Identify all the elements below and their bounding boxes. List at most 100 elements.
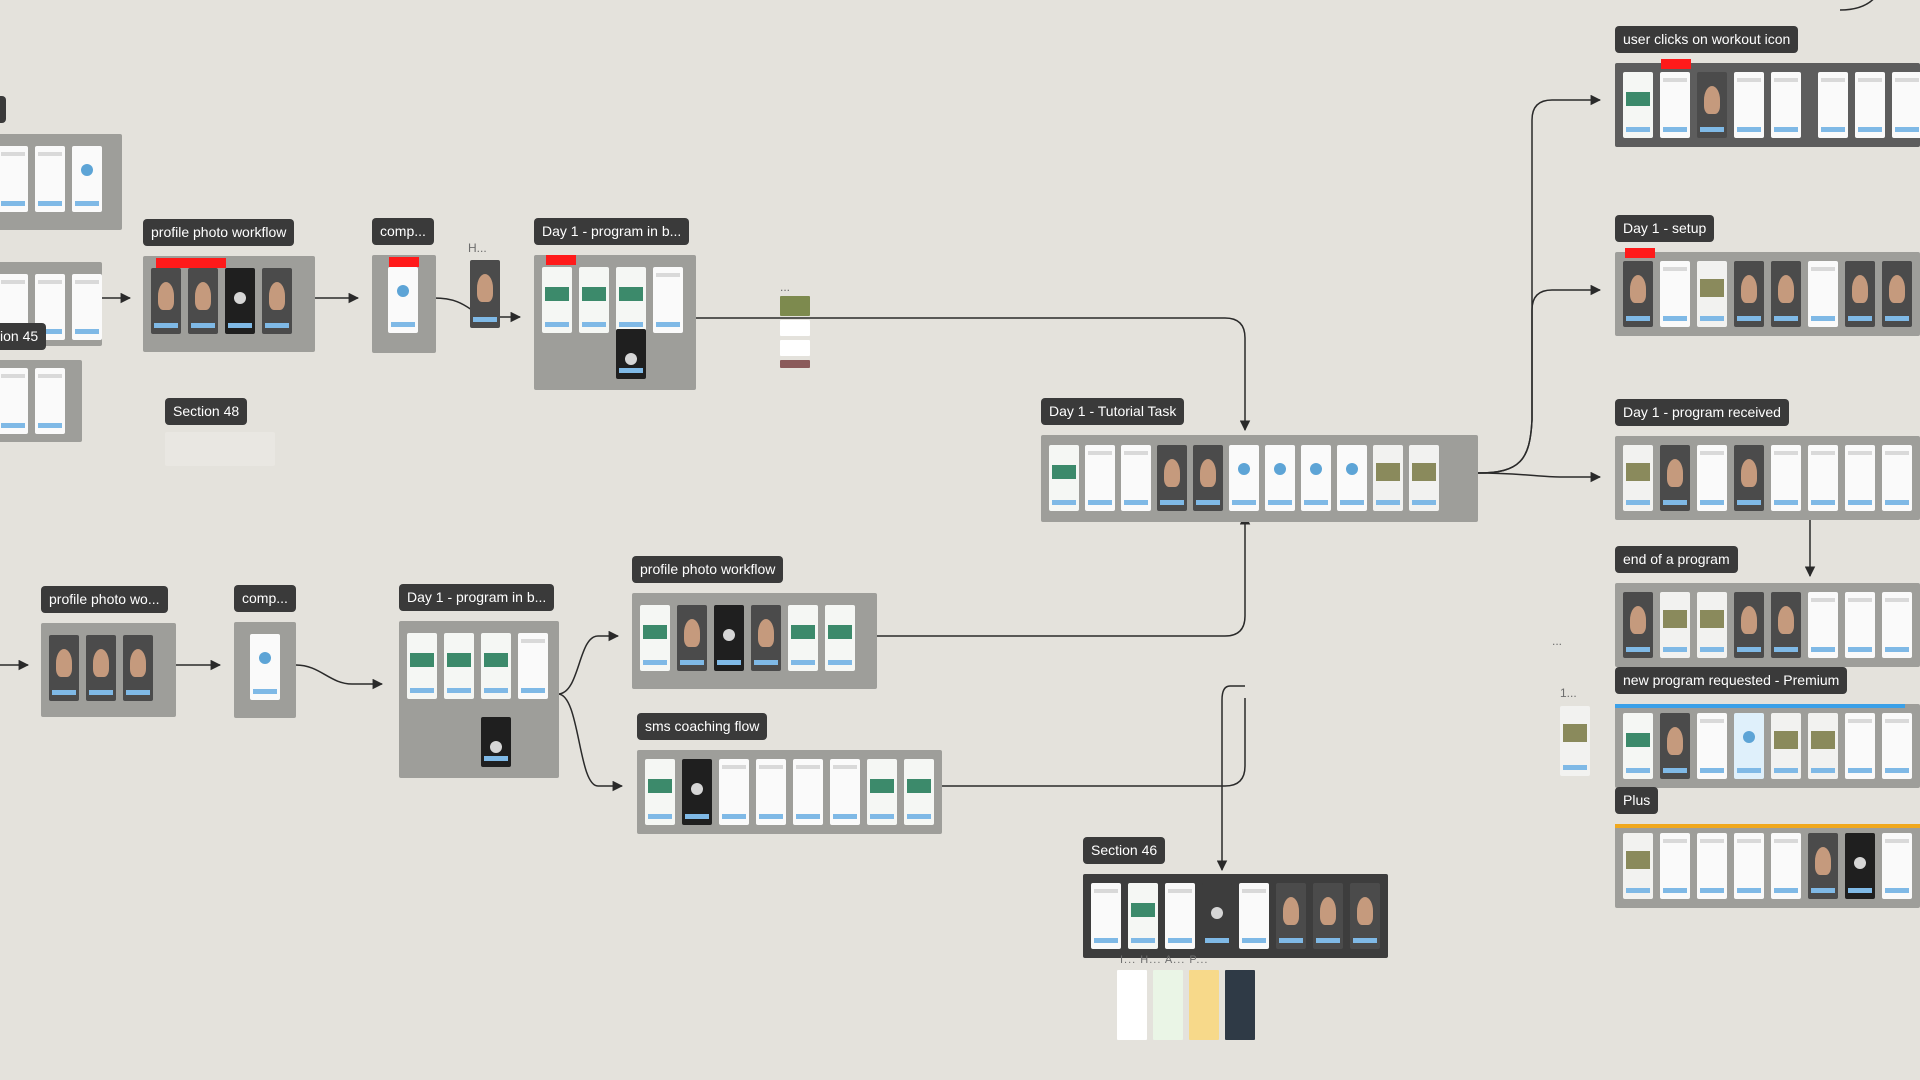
- screen-thumbnail[interactable]: [1808, 833, 1838, 899]
- screen-thumbnail[interactable]: [1882, 445, 1912, 511]
- screen-thumbnail[interactable]: [1623, 713, 1653, 779]
- screen-thumbnail[interactable]: [0, 146, 28, 212]
- edge-label[interactable]: [0, 96, 6, 123]
- screen-thumbnail[interactable]: [72, 146, 102, 212]
- screen-thumbnail[interactable]: [1660, 713, 1690, 779]
- screen-thumbnail[interactable]: [1193, 445, 1223, 511]
- screen-thumbnail[interactable]: [35, 368, 65, 434]
- screen-thumbnail[interactable]: [542, 267, 572, 333]
- screen-thumbnail[interactable]: [793, 759, 823, 825]
- screen-thumbnail[interactable]: [1623, 445, 1653, 511]
- screen-thumbnail[interactable]: [1660, 592, 1690, 658]
- section-profile-photo-wo[interactable]: [41, 623, 176, 717]
- section-left-top[interactable]: [0, 134, 122, 230]
- screen-thumbnail[interactable]: [1049, 445, 1079, 511]
- section-day1-program-bottom[interactable]: [399, 621, 559, 778]
- screen-thumbnail[interactable]: [470, 260, 500, 328]
- screen-thumbnail[interactable]: [1623, 833, 1653, 899]
- screen-thumbnail[interactable]: [1892, 72, 1920, 138]
- screen-thumbnail[interactable]: [1734, 713, 1764, 779]
- screen-thumbnail[interactable]: [1808, 445, 1838, 511]
- screen-thumbnail[interactable]: [1157, 445, 1187, 511]
- section-new-program-premium[interactable]: [1615, 704, 1920, 788]
- screen-thumbnail[interactable]: [250, 634, 280, 700]
- screen-thumbnail[interactable]: [1882, 833, 1912, 899]
- screen-thumbnail[interactable]: [1882, 713, 1912, 779]
- screen-thumbnail[interactable]: [867, 759, 897, 825]
- section-day1-program[interactable]: [534, 255, 696, 390]
- label-user-clicks-workout[interactable]: user clicks on workout icon: [1615, 26, 1799, 53]
- screen-thumbnail[interactable]: [1771, 72, 1801, 138]
- screen-thumbnail[interactable]: [1623, 592, 1653, 658]
- screen-thumbnail[interactable]: [1409, 445, 1439, 511]
- label-day1-program[interactable]: Day 1 - program in b...: [534, 218, 690, 245]
- screen-thumbnail[interactable]: [1229, 445, 1259, 511]
- label-sms-coaching-flow[interactable]: sms coaching flow: [637, 713, 768, 740]
- screen-thumbnail[interactable]: [645, 759, 675, 825]
- screen-thumbnail[interactable]: [904, 759, 934, 825]
- screen-thumbnail[interactable]: [72, 274, 102, 340]
- screen-thumbnail[interactable]: [444, 633, 474, 699]
- label-new-program-premium[interactable]: new program requested - Premium: [1615, 667, 1848, 694]
- screen-thumbnail[interactable]: [481, 633, 511, 699]
- screen-thumbnail[interactable]: [1265, 445, 1295, 511]
- label-profile-photo-wo[interactable]: profile photo wo...: [41, 586, 168, 613]
- label-comp[interactable]: comp...: [372, 218, 434, 245]
- screen-thumbnail[interactable]: [1085, 445, 1115, 511]
- label-day1-program-bottom[interactable]: Day 1 - program in b...: [399, 584, 555, 611]
- screen-thumbnail[interactable]: [225, 268, 255, 334]
- label-day1-setup[interactable]: Day 1 - setup: [1615, 215, 1715, 242]
- screen-thumbnail[interactable]: [830, 759, 860, 825]
- screen-thumbnail[interactable]: [1697, 261, 1727, 327]
- section-comp[interactable]: [372, 255, 436, 353]
- screen-thumbnail[interactable]: [49, 635, 79, 701]
- section-46[interactable]: [1083, 874, 1388, 958]
- screen-thumbnail[interactable]: [518, 633, 548, 699]
- section-day1-setup[interactable]: [1615, 248, 1920, 336]
- section-left-lower[interactable]: [0, 360, 82, 442]
- label-day1-tutorial-task[interactable]: Day 1 - Tutorial Task: [1041, 398, 1185, 425]
- screen-thumbnail[interactable]: [1337, 445, 1367, 511]
- screen-thumbnail[interactable]: [682, 759, 712, 825]
- section-day1-tutorial-task[interactable]: [1041, 435, 1478, 522]
- screen-thumbnail[interactable]: [1734, 261, 1764, 327]
- screen-thumbnail[interactable]: [579, 267, 609, 333]
- screen-thumbnail[interactable]: [481, 717, 511, 767]
- section-sms-coaching-flow[interactable]: [637, 750, 942, 834]
- screen-thumbnail[interactable]: [1808, 592, 1838, 658]
- label-comp-bottom[interactable]: comp...: [234, 585, 296, 612]
- screen-thumbnail[interactable]: [1818, 72, 1848, 138]
- screen-thumbnail[interactable]: [1660, 72, 1690, 138]
- label-plus[interactable]: Plus: [1615, 787, 1659, 814]
- screen-thumbnail[interactable]: [1121, 445, 1151, 511]
- screen-thumbnail[interactable]: [1845, 445, 1875, 511]
- screen-thumbnail[interactable]: [262, 268, 292, 334]
- screen-thumbnail[interactable]: [1734, 833, 1764, 899]
- screen-thumbnail[interactable]: [1128, 883, 1158, 949]
- screen-thumbnail[interactable]: [1697, 833, 1727, 899]
- section-comp-bottom[interactable]: [234, 622, 296, 718]
- screen-thumbnail[interactable]: [1623, 72, 1653, 138]
- screen-thumbnail[interactable]: [1350, 883, 1380, 949]
- section-profile-photo-workflow-mid[interactable]: [632, 593, 877, 689]
- screen-thumbnail[interactable]: [640, 605, 670, 671]
- screen-thumbnail[interactable]: [1623, 261, 1653, 327]
- screen-thumbnail[interactable]: [756, 759, 786, 825]
- screen-thumbnail[interactable]: [1301, 445, 1331, 511]
- screen-thumbnail[interactable]: [1239, 883, 1269, 949]
- screen-thumbnail[interactable]: [1697, 713, 1727, 779]
- label-section-46[interactable]: Section 46: [1083, 837, 1166, 864]
- screen-thumbnail[interactable]: [714, 605, 744, 671]
- screen-thumbnail[interactable]: [388, 267, 418, 333]
- screen-thumbnail[interactable]: [1660, 261, 1690, 327]
- screen-thumbnail[interactable]: [1771, 261, 1801, 327]
- section-user-clicks-workout[interactable]: [1615, 59, 1920, 147]
- section-day1-program-received[interactable]: [1615, 436, 1920, 520]
- section-end-of-program[interactable]: [1615, 583, 1920, 667]
- screen-thumbnail[interactable]: [1697, 592, 1727, 658]
- screen-thumbnail[interactable]: [1771, 445, 1801, 511]
- section-48-empty[interactable]: [165, 432, 275, 466]
- section-plus[interactable]: [1615, 824, 1920, 908]
- screen-thumbnail[interactable]: [1165, 883, 1195, 949]
